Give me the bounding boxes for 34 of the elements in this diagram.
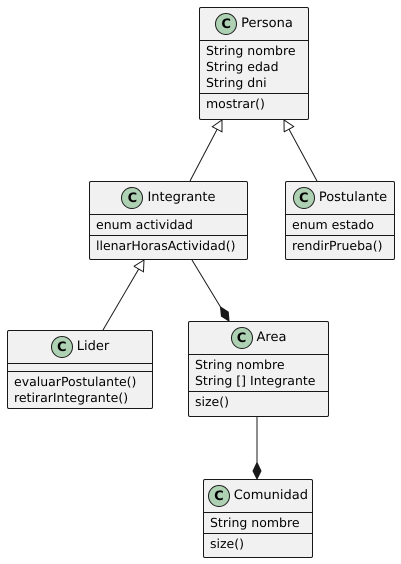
attribute-list: String nombre [210, 515, 306, 531]
class-name: Comunidad [234, 488, 308, 504]
composition-connector [252, 416, 262, 480]
class-icon: C [230, 327, 253, 349]
class-name: Persona [241, 16, 293, 32]
class-name: Postulante [318, 190, 388, 206]
method-list: size() [210, 536, 306, 552]
class-icon: C [215, 13, 238, 35]
class-icon: C [50, 336, 73, 358]
class-box [89, 181, 248, 260]
inheritance-arrow [190, 120, 222, 182]
method-list: llenarHorasActividad() [96, 238, 241, 254]
class-icon: C [121, 187, 144, 209]
method-list: rendirPrueba() [292, 238, 388, 254]
attribute-list: enum estado [292, 217, 388, 233]
class-box [203, 479, 313, 558]
attribute-list: enum actividad [96, 217, 241, 233]
class-box [188, 321, 329, 417]
inheritance-arrow [102, 260, 144, 330]
class-box [199, 7, 309, 120]
method-list: mostrar() [206, 96, 302, 112]
attribute-list: String nombre String edad String dni [206, 43, 302, 91]
class-name: Area [256, 330, 286, 346]
class-name: Lider [76, 339, 110, 355]
class-box [7, 330, 153, 409]
class-icon: C [292, 187, 315, 209]
composition-connector [192, 260, 230, 322]
class-icon: C [208, 485, 230, 507]
attribute-list: String nombre String [] Integrante [195, 357, 322, 389]
class-name: Integrante [147, 190, 216, 206]
class-box [285, 181, 395, 260]
method-list: evaluarPostulante() retirarIntegrante() [14, 374, 146, 406]
method-list: size() [195, 394, 322, 410]
inheritance-arrow [284, 120, 318, 182]
